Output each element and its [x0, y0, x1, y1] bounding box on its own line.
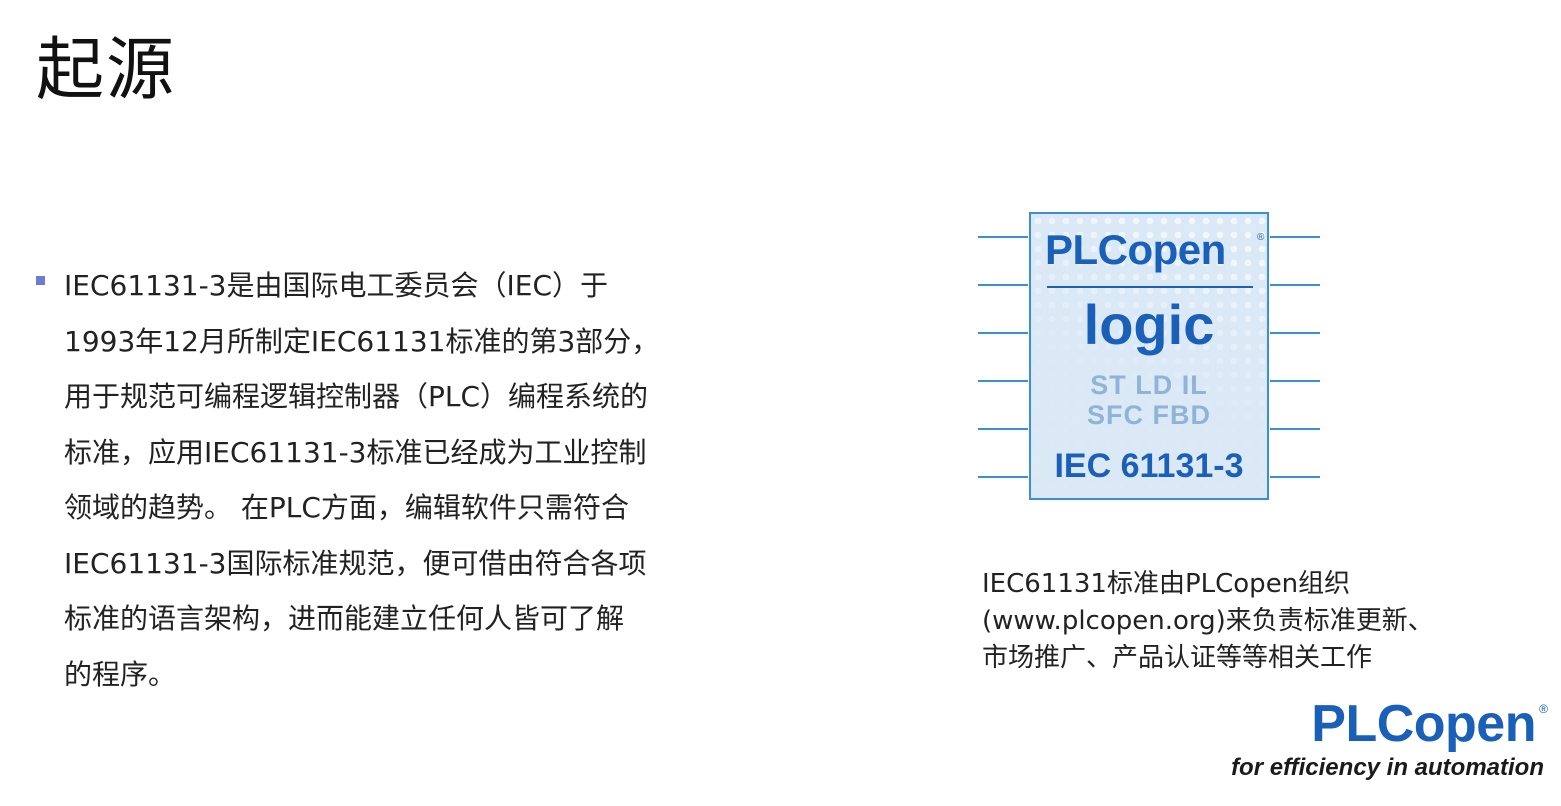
chip-languages-2: SFC FBD: [1087, 400, 1211, 430]
bullet-marker: [36, 276, 45, 285]
bullet-line: IEC61131-3国际标准规范，便可借由符合各项: [64, 546, 647, 580]
chip-pin: [978, 428, 1028, 430]
chip-pin: [978, 380, 1028, 382]
registered-mark: ®: [1257, 232, 1265, 243]
plcopen-corner-logo: PLCopen ® for efficiency in automation: [1180, 694, 1552, 794]
chip-standard: IEC 61131-3: [1054, 447, 1244, 485]
chip-pin: [978, 476, 1028, 478]
chip-pin: [1270, 332, 1320, 334]
bullet-text: IEC61131-3是由国际电工委员会（IEC）于 1993年12月所制定IEC…: [64, 258, 716, 702]
registered-mark: ®: [1539, 702, 1548, 716]
plcopen-logic-chip-logo: PLCopen ® logic ST LD IL SFC FBD IEC 611…: [978, 210, 1322, 506]
chip-pin: [1270, 380, 1320, 382]
chip-divider: [1047, 286, 1253, 288]
chip-pin: [1270, 428, 1320, 430]
logo-brand: PLCopen: [1311, 695, 1536, 753]
chip-body: PLCopen ® logic ST LD IL SFC FBD IEC 611…: [1029, 212, 1269, 500]
caption-line: (www.plcopen.org)来负责标准更新、: [982, 606, 1434, 636]
caption-line: IEC61131标准由PLCopen组织: [982, 569, 1351, 599]
bullet-paragraph: IEC61131-3是由国际电工委员会（IEC）于 1993年12月所制定IEC…: [36, 258, 716, 702]
page-title: 起源: [36, 31, 177, 110]
logo-tagline: for efficiency in automation: [1231, 754, 1544, 781]
bullet-line: 领域的趋势。 在PLC方面，编辑软件只需符合: [64, 491, 629, 524]
bullet-line: 标准，应用IEC61131-3标准已经成为工业控制: [64, 435, 647, 469]
chip-pin: [1270, 284, 1320, 286]
bullet-line: 1993年12月所制定IEC61131标准的第3部分，: [64, 324, 660, 358]
chip-pin: [978, 236, 1028, 238]
caption-line: 市场推广、产品认证等等相关工作: [982, 643, 1373, 673]
bullet-line: 用于规范可编程逻辑控制器（PLC）编程系统的: [64, 380, 649, 413]
chip-pin: [978, 332, 1028, 334]
bullet-line: IEC61131-3是由国际电工委员会（IEC）于: [64, 269, 608, 302]
chip-brand: PLCopen: [1045, 226, 1226, 273]
logo-caption: IEC61131标准由PLCopen组织 (www.plcopen.org)来负…: [982, 566, 1434, 677]
chip-pin: [1270, 236, 1320, 238]
bullet-line: 标准的语言架构，进而能建立任何人皆可了解: [64, 602, 625, 635]
chip-languages-1: ST LD IL: [1090, 370, 1208, 400]
chip-pin: [1270, 476, 1320, 478]
chip-pin: [978, 284, 1028, 286]
bullet-line: 的程序。: [64, 657, 177, 691]
chip-product: logic: [1083, 293, 1215, 356]
